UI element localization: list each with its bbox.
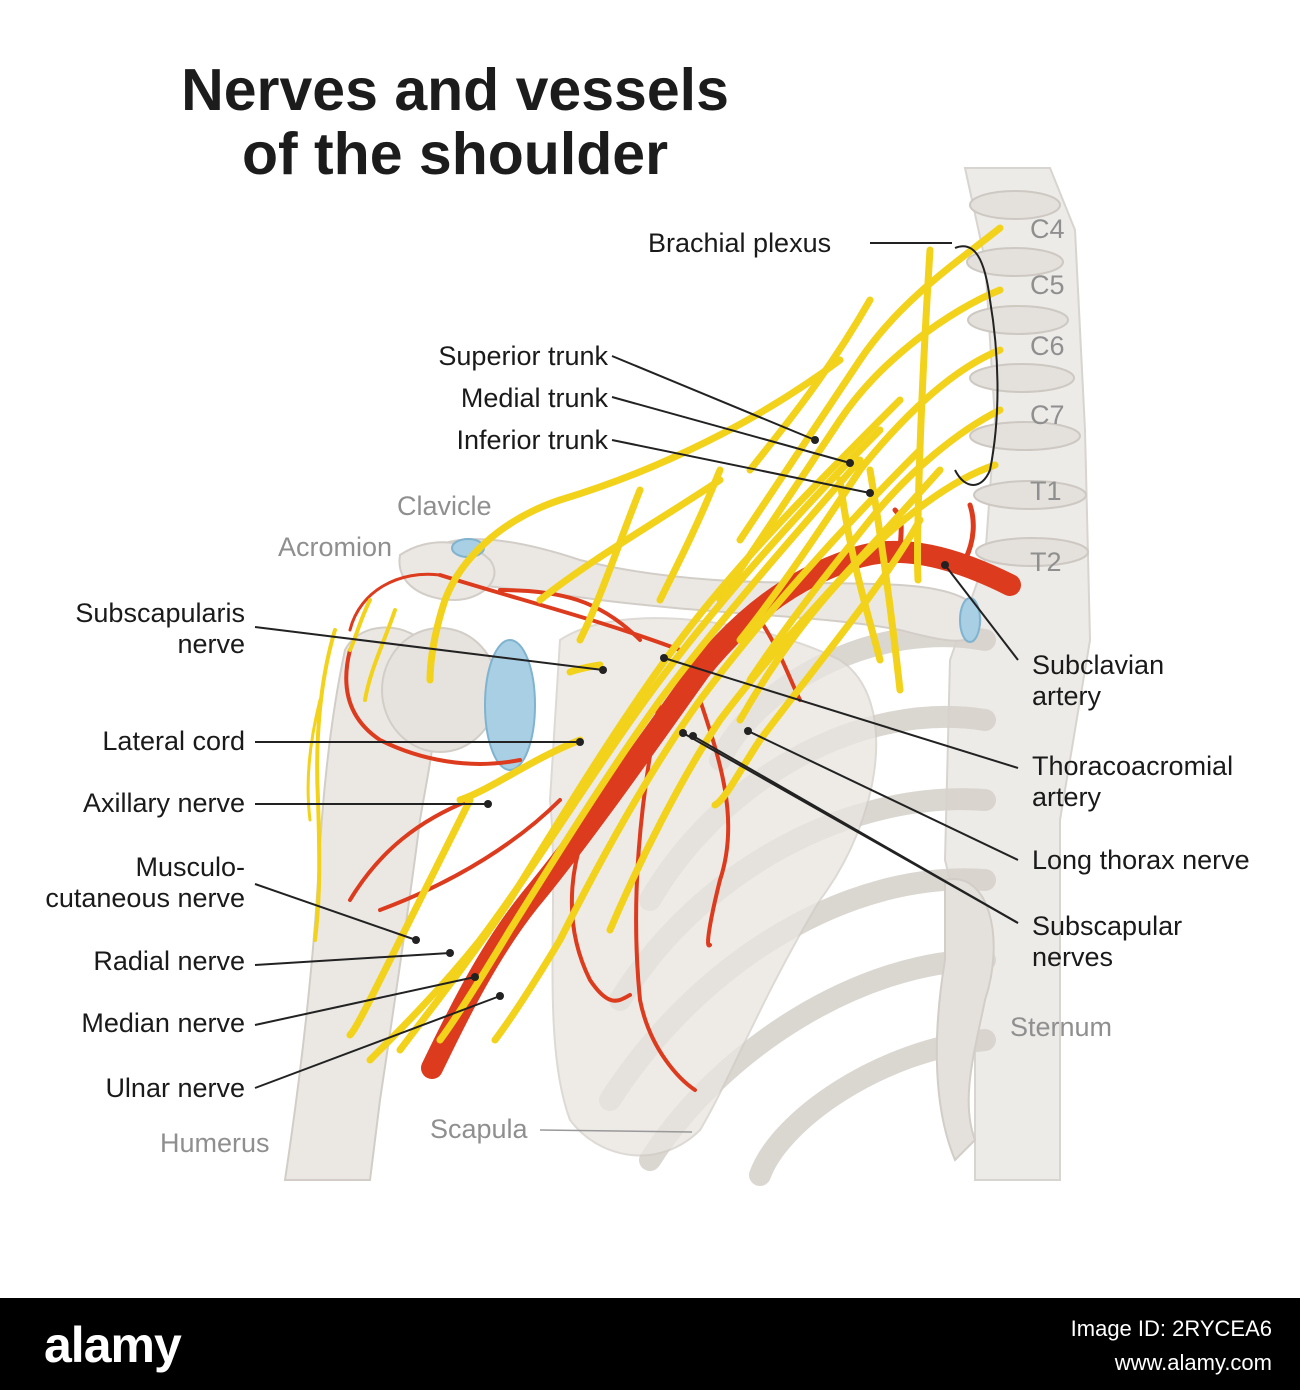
label-vertebra-c4: C4 xyxy=(1030,214,1065,244)
title-line-1: Nerves and vessels xyxy=(181,57,729,123)
label-subscapularis-line-1: Subscapularis xyxy=(75,598,245,628)
label-subclavian-line-2: artery xyxy=(1032,681,1102,711)
label-ulnar-nerve: Ulnar nerve xyxy=(105,1073,245,1103)
label-thoracoacromial-artery: Thoracoacromial artery xyxy=(1032,751,1233,813)
label-scapula: Scapula xyxy=(430,1114,528,1144)
sternum-body xyxy=(935,878,995,1162)
label-axillary-nerve: Axillary nerve xyxy=(82,788,245,818)
label-musculocutaneous-line-2: cutaneous nerve xyxy=(45,883,245,913)
label-vertebra-t2: T2 xyxy=(1030,547,1062,577)
label-subscapularis-line-2: nerve xyxy=(177,629,245,659)
label-median-nerve: Median nerve xyxy=(81,1008,245,1038)
label-vertebra-c7: C7 xyxy=(1030,400,1065,430)
label-subclavian-line-1: Subclavian xyxy=(1032,650,1165,680)
brachial-plexus-bracket xyxy=(954,245,999,486)
label-vertebra-t1: T1 xyxy=(1030,476,1062,506)
label-thoracoacromial-line-2: artery xyxy=(1032,782,1102,812)
footer-image-id: Image ID: 2RYCEA6 xyxy=(1070,1316,1272,1341)
cartilage xyxy=(451,538,981,771)
label-long-thorax-nerve: Long thorax nerve xyxy=(1032,845,1250,875)
label-subscapular-line-2: nerves xyxy=(1032,942,1114,972)
label-subscapular-line-1: Subscapular xyxy=(1032,911,1183,941)
label-vertebra-c6: C6 xyxy=(1030,331,1065,361)
label-musculocutaneous-line-1: Musculo- xyxy=(135,852,245,882)
leader-dots xyxy=(412,436,949,1000)
footer-url: www.alamy.com xyxy=(1114,1350,1272,1375)
page-title: Nerves and vessels of the shoulder xyxy=(40,58,870,186)
footer-info: Image ID: 2RYCEA6 www.alamy.com xyxy=(1071,1312,1272,1380)
label-humerus: Humerus xyxy=(160,1128,270,1158)
humeral-head xyxy=(381,627,499,753)
label-acromion: Acromion xyxy=(278,532,393,562)
label-vertebra-c5: C5 xyxy=(1030,270,1065,300)
footer-bar xyxy=(0,1298,1300,1390)
label-subscapular-nerves: Subscapular nerves xyxy=(1032,911,1182,973)
label-radial-nerve: Radial nerve xyxy=(93,946,245,976)
alamy-logo: alamy xyxy=(44,1317,182,1373)
label-clavicle: Clavicle xyxy=(397,491,492,521)
scapula xyxy=(548,617,878,1157)
label-superior-trunk: Superior trunk xyxy=(438,341,608,371)
label-inferior-trunk: Inferior trunk xyxy=(456,425,608,455)
label-thoracoacromial-line-1: Thoracoacromial xyxy=(1032,751,1234,781)
label-brachial-plexus: Brachial plexus xyxy=(648,228,832,258)
label-subclavian-artery: Subclavian artery xyxy=(1032,650,1164,712)
leader-lines xyxy=(254,242,1019,1133)
title-line-2: of the shoulder xyxy=(241,121,669,187)
label-sternum: Sternum xyxy=(1010,1012,1113,1042)
label-medial-trunk: Medial trunk xyxy=(460,383,608,413)
label-lateral-cord: Lateral cord xyxy=(102,726,245,756)
nerves xyxy=(306,224,1004,1064)
label-musculocutaneous-nerve: Musculo- cutaneous nerve xyxy=(45,852,245,914)
label-subscapularis-nerve: Subscapularis nerve xyxy=(75,598,245,660)
vertebra-segments xyxy=(966,190,1089,567)
